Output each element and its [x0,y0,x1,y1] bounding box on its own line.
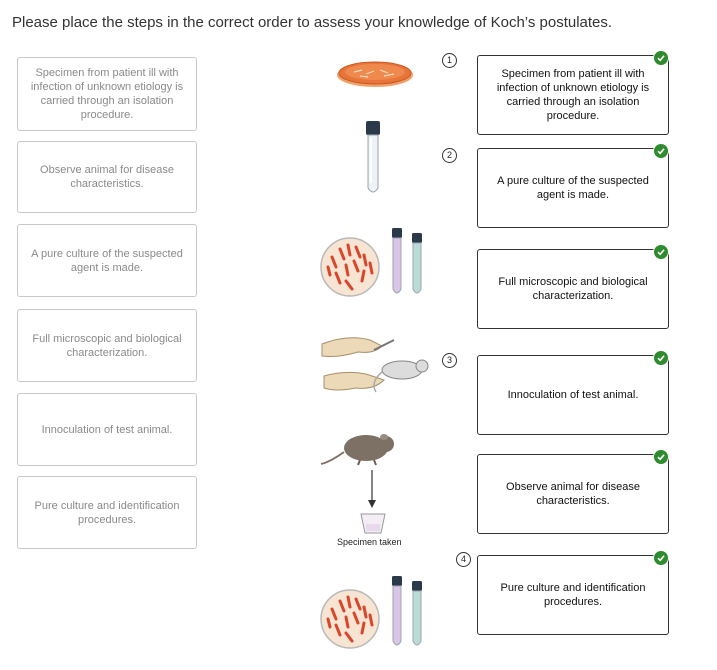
target-slot-2[interactable]: A pure culture of the suspected agent is… [477,143,669,228]
source-item-label: Pure culture and identification procedur… [34,499,180,526]
step-number-3: 3 [442,353,457,368]
step-number-2: 2 [442,148,457,163]
target-slot-5[interactable]: Observe animal for disease characteristi… [477,449,669,534]
target-slot-label: A pure culture of the suspected agent is… [497,175,649,201]
check-icon [653,550,669,566]
source-item-1[interactable]: Specimen from patient ill with infection… [17,57,197,131]
target-slot-4[interactable]: Innoculation of test animal. [477,350,669,435]
inoculation-icon [321,337,429,393]
source-item-4[interactable]: Full microscopic and biological characte… [17,309,197,382]
target-slot-1[interactable]: Specimen from patient ill with infection… [477,50,669,135]
target-slot-label: Pure culture and identification procedur… [500,582,646,608]
figure-caption: Specimen taken [337,537,402,547]
test-tube-icon [366,121,380,193]
source-item-label: Full microscopic and biological characte… [32,332,182,359]
arrow-down-icon [368,470,376,508]
source-item-label: A pure culture of the suspected agent is… [31,247,183,274]
source-item-label: Innoculation of test animal. [41,423,173,436]
check-icon [653,50,669,66]
target-slot-6[interactable]: Pure culture and identification procedur… [477,550,669,635]
mouse-icon [320,434,394,466]
target-slot-label: Observe animal for disease characteristi… [506,481,640,507]
source-item-6[interactable]: Pure culture and identification procedur… [17,476,197,549]
petri-dish-icon [337,61,413,87]
target-slot-label: Full microscopic and biological characte… [498,276,648,302]
instructions-text: Please place the steps in the correct or… [12,14,613,31]
source-item-2[interactable]: Observe animal for disease characteristi… [17,141,197,213]
check-icon [653,244,669,260]
check-icon [653,350,669,366]
bacteria-culture-icon [320,576,422,649]
target-slot-label: Specimen from patient ill with infection… [496,68,650,122]
check-icon [653,143,669,159]
source-item-5[interactable]: Innoculation of test animal. [17,393,197,466]
bacteria-culture-icon [320,228,422,297]
step-number-4: 4 [456,552,471,567]
target-slot-label: Innoculation of test animal. [507,389,639,401]
source-item-3[interactable]: A pure culture of the suspected agent is… [17,224,197,297]
check-icon [653,449,669,465]
step-number-1: 1 [442,53,457,68]
specimen-cup-icon [360,513,386,534]
source-item-label: Specimen from patient ill with infection… [30,67,184,121]
source-item-label: Observe animal for disease characteristi… [40,164,174,190]
target-slot-3[interactable]: Full microscopic and biological characte… [477,244,669,329]
